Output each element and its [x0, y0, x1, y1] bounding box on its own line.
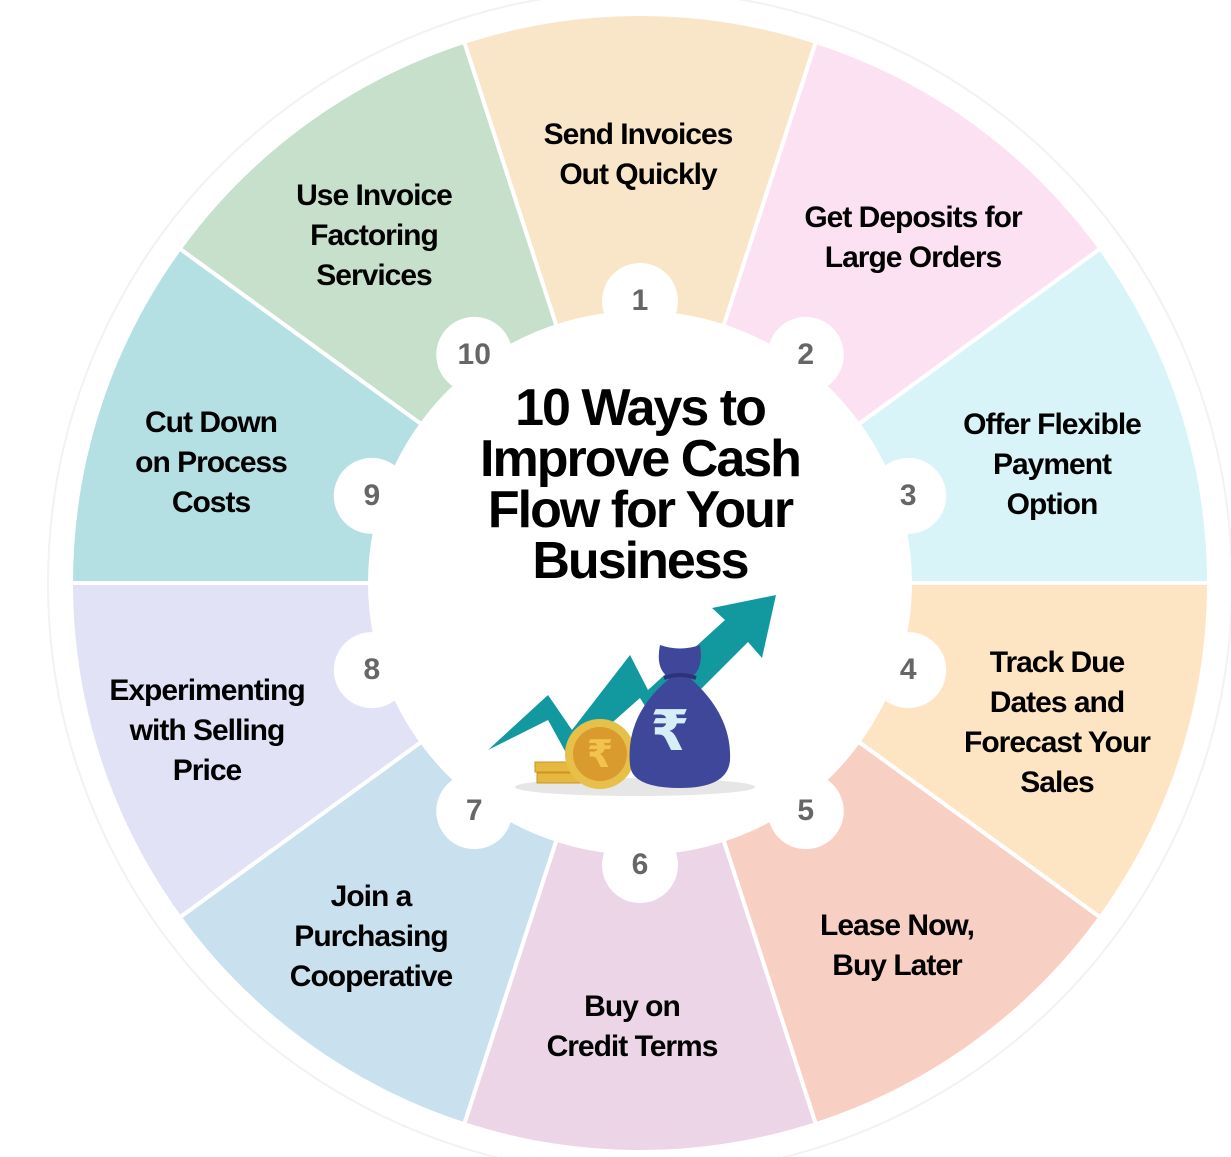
label-line: Send Invoices — [543, 118, 734, 151]
number-badge-bg — [333, 632, 410, 709]
label-line: on Process — [135, 446, 288, 479]
svg-text:₹: ₹ — [651, 699, 690, 764]
title-line: Flow for Your — [487, 481, 794, 539]
segment-label: Lease Now, Buy Later — [820, 906, 975, 986]
number-badge: 10 — [457, 337, 491, 371]
number-badge: 7 — [465, 794, 483, 828]
label-line: Lease Now, — [820, 909, 975, 942]
label-line: Track Due — [989, 646, 1125, 679]
number-badge: 9 — [363, 478, 381, 512]
number-badge: 4 — [899, 653, 917, 687]
rupee-coin-icon: ₹ — [565, 719, 635, 789]
label-line: Experimenting — [109, 674, 305, 707]
label-line: Factoring — [310, 219, 439, 252]
label-line: Services — [316, 259, 432, 292]
label-line: Use Invoice — [296, 179, 453, 212]
segment-label: Buy on Credit Terms — [546, 987, 719, 1067]
number-badge-bg — [767, 773, 844, 850]
page-title: 10 Ways to Improve Cash Flow for Your Bu… — [480, 379, 802, 590]
label-line: Buy Later — [832, 949, 962, 982]
label-line: with Selling — [129, 714, 286, 747]
label-line: Buy on — [584, 990, 681, 1023]
number-badge: 3 — [899, 478, 917, 512]
number-badge: 5 — [797, 794, 815, 828]
number-badge-bg — [767, 316, 844, 393]
title-line: 10 Ways to — [515, 379, 767, 437]
title-line: Improve Cash — [480, 430, 802, 488]
label-line: Large Orders — [824, 241, 1002, 274]
label-line: Join a — [330, 880, 413, 913]
label-line: Offer Flexible — [963, 408, 1142, 441]
number-badge: 2 — [797, 337, 815, 371]
label-line: Dates and — [989, 686, 1125, 719]
number-badge-bg — [870, 457, 947, 534]
svg-text:₹: ₹ — [587, 732, 613, 776]
number-badge: 6 — [631, 848, 649, 881]
label-line: Payment — [992, 448, 1112, 481]
label-line: Forecast Your — [964, 726, 1151, 759]
label-line: Sales — [1020, 766, 1094, 799]
label-line: Out Quickly — [559, 158, 717, 191]
money-bag-icon: ₹ — [629, 645, 731, 788]
number-badge-bg — [436, 316, 513, 393]
center-circle — [368, 311, 912, 855]
number-badge-bg — [602, 263, 678, 339]
outer-ring — [47, 0, 1231, 1157]
number-badge-bg — [602, 827, 678, 903]
label-line: Get Deposits for — [804, 201, 1022, 234]
number-badge: 8 — [363, 653, 381, 687]
title-line: Business — [532, 532, 749, 590]
label-line: Credit Terms — [546, 1030, 719, 1063]
label-line: Price — [172, 754, 242, 787]
number-badge: 1 — [631, 284, 649, 317]
number-badge-bg — [333, 457, 410, 534]
number-badge-bg — [870, 632, 947, 709]
label-line: Costs — [171, 486, 251, 519]
label-line: Option — [1006, 488, 1099, 521]
label-line: Cooperative — [289, 960, 453, 993]
label-line: Purchasing — [294, 920, 448, 953]
number-badge-bg — [436, 773, 513, 850]
label-line: Cut Down — [145, 406, 278, 439]
rupee-money-bag-growth-icon: ₹ ₹ — [488, 595, 776, 796]
growth-arrow-icon — [488, 595, 776, 760]
